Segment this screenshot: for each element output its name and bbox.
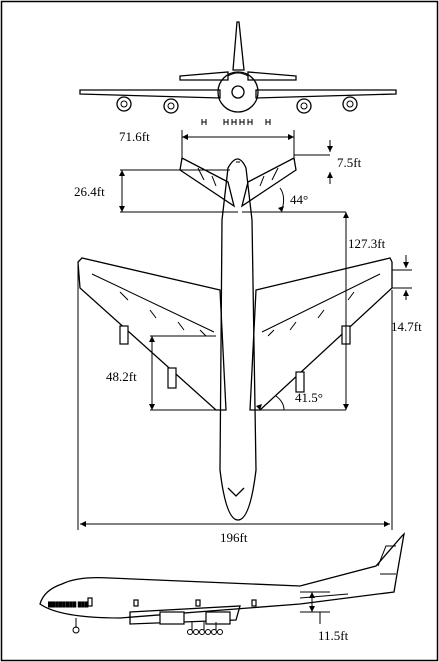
engine-height-label: 11.5ft xyxy=(318,628,349,643)
wing-root-chord-label: 48.2ft xyxy=(106,369,137,384)
side-view-airplane-icon: ████████ ███ xyxy=(39,532,405,635)
tail-sweep-label: 44° xyxy=(290,192,308,207)
winglet-height-label: 14.7ft xyxy=(391,319,422,334)
svg-text:████████ ███: ████████ ███ xyxy=(48,601,89,608)
tail-chord-label: 26.4ft xyxy=(74,184,105,199)
wing-root-to-tail-label: 127.3ft xyxy=(348,236,386,251)
tail-span-label: 71.6ft xyxy=(119,129,150,144)
front-view-airplane-icon xyxy=(79,21,397,125)
wingspan-label: 196ft xyxy=(220,530,248,545)
dimension-lines xyxy=(77,130,412,530)
tail-offset-label: 7.5ft xyxy=(337,155,362,170)
wing-sweep-label: 41.5° xyxy=(295,390,323,405)
